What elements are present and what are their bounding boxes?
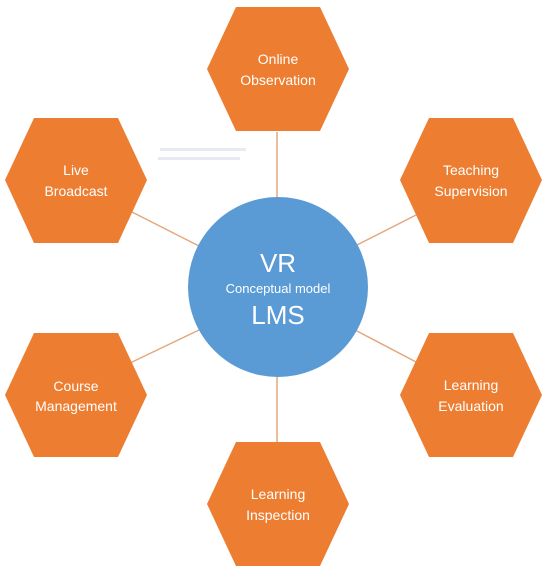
label-learning-evaluation-1: Learning bbox=[444, 377, 499, 393]
center-subtitle: Conceptual model bbox=[226, 281, 331, 296]
label-teaching-supervision-2: Supervision bbox=[434, 183, 507, 199]
label-live-broadcast-2: Broadcast bbox=[44, 183, 107, 199]
label-teaching-supervision-1: Teaching bbox=[443, 162, 499, 178]
label-course-management-1: Course bbox=[53, 378, 98, 394]
hexagon-labels: Online Observation Teaching Supervision … bbox=[35, 51, 507, 523]
hexagon-learning-evaluation bbox=[400, 333, 542, 457]
label-online-observation-1: Online bbox=[258, 51, 299, 67]
label-online-observation-2: Observation bbox=[240, 72, 315, 88]
center-circle bbox=[188, 197, 368, 377]
center-title-vr: VR bbox=[260, 248, 296, 278]
connector-teaching-supervision bbox=[354, 213, 419, 247]
connector-learning-evaluation bbox=[354, 329, 419, 364]
connectors bbox=[129, 132, 419, 442]
label-learning-inspection-1: Learning bbox=[251, 486, 306, 502]
label-course-management-2: Management bbox=[35, 398, 117, 414]
faint-background-mark bbox=[158, 148, 246, 160]
center-labels: VR Conceptual model LMS bbox=[226, 248, 331, 330]
label-learning-evaluation-2: Evaluation bbox=[438, 398, 503, 414]
hexagon-course-management bbox=[5, 333, 147, 457]
hexagon-live-broadcast bbox=[5, 118, 147, 243]
hexagon-teaching-supervision bbox=[400, 118, 542, 243]
center-title-lms: LMS bbox=[251, 300, 304, 330]
connector-course-management bbox=[129, 329, 200, 364]
hexagons bbox=[5, 7, 542, 566]
connector-live-broadcast bbox=[129, 210, 200, 247]
hexagon-learning-inspection bbox=[207, 442, 349, 566]
hexagon-online-observation bbox=[207, 7, 349, 131]
label-learning-inspection-2: Inspection bbox=[246, 507, 310, 523]
label-live-broadcast-1: Live bbox=[63, 162, 89, 178]
